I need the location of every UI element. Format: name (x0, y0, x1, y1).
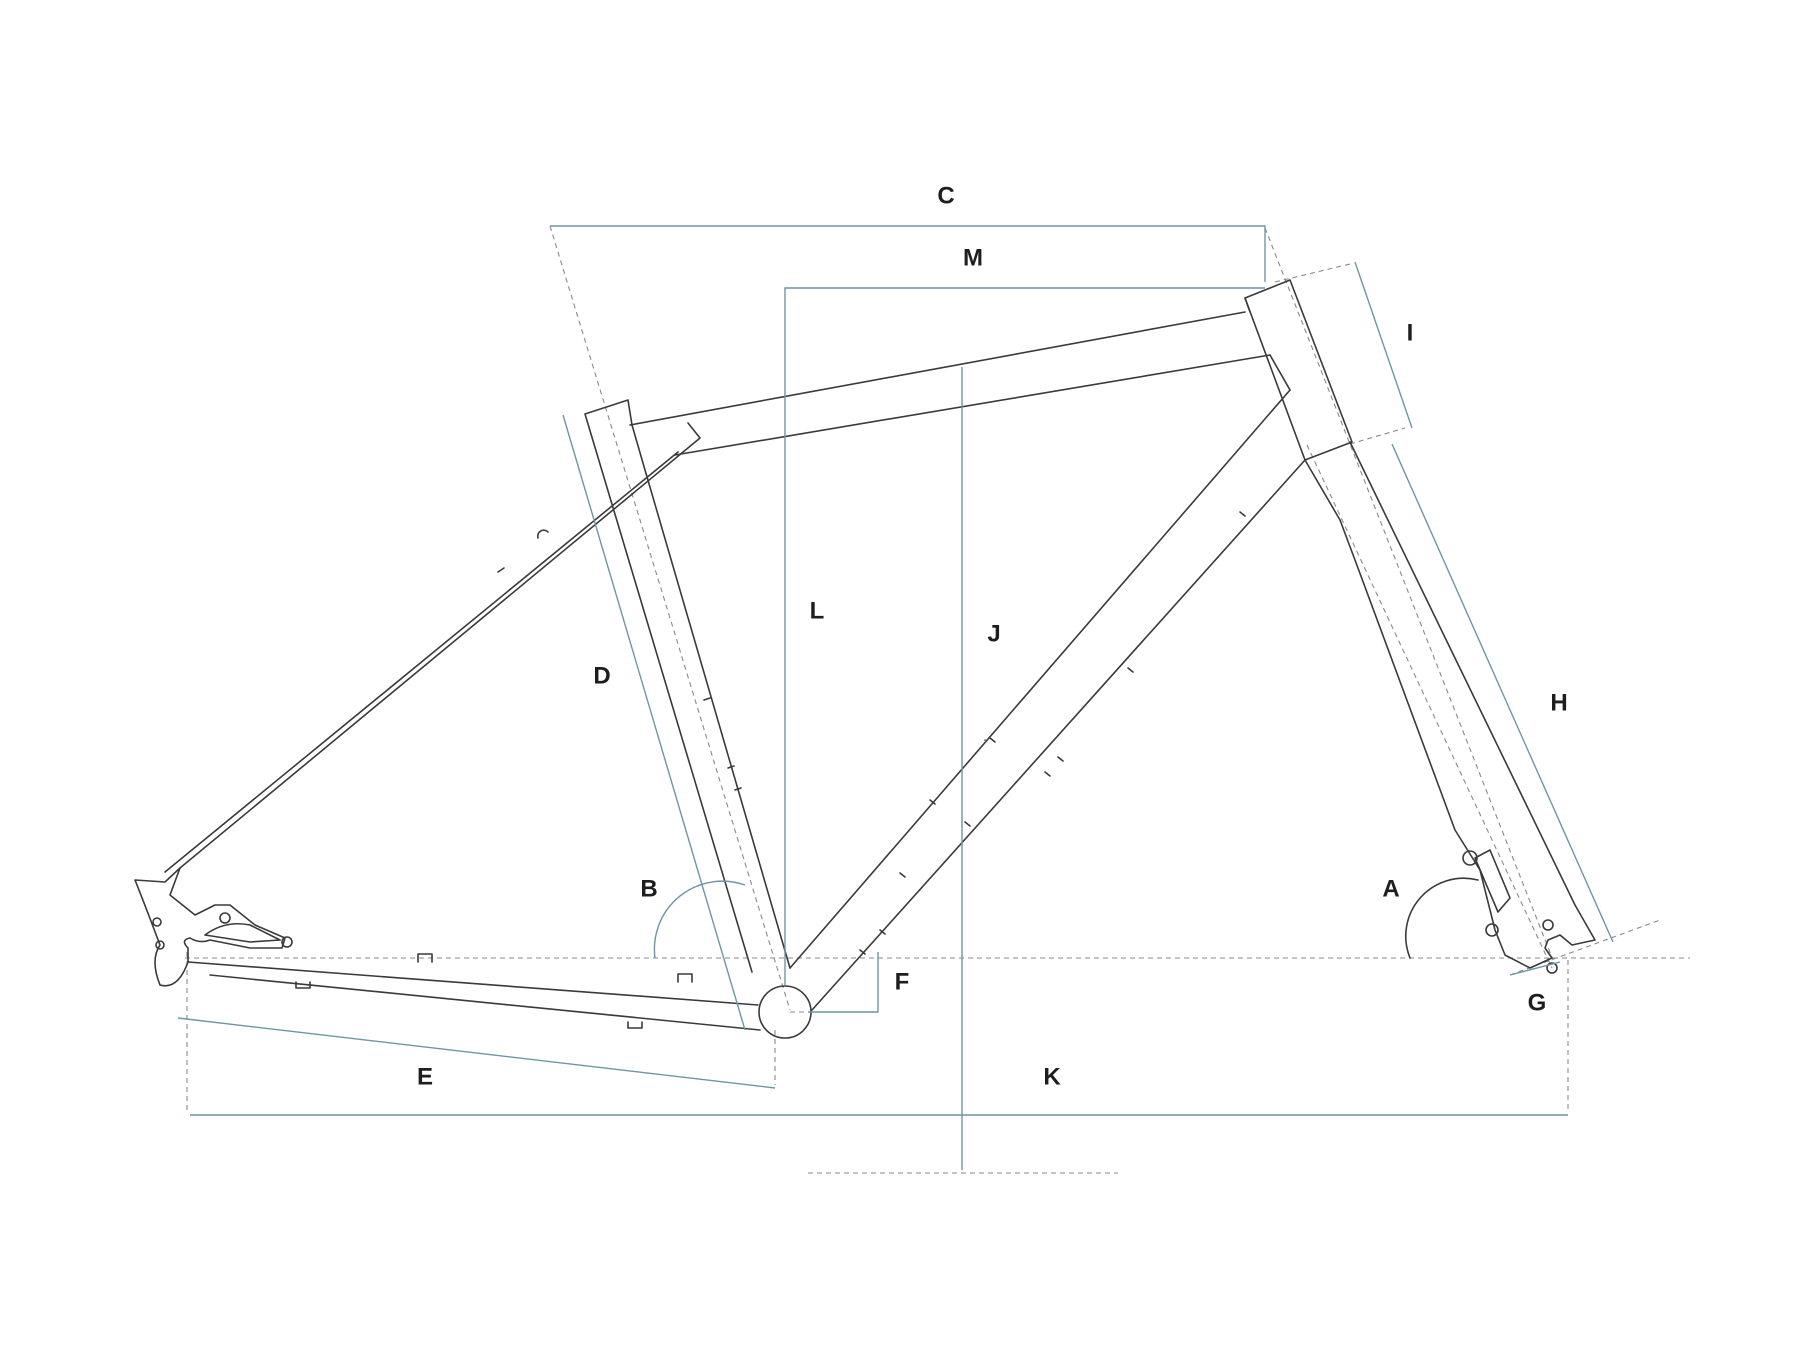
label-k: K (1043, 1063, 1061, 1090)
fork-axis (1306, 444, 1553, 969)
chain-stay-bosses (295, 953, 693, 1029)
head-tube (1244, 279, 1353, 461)
dim-m-line (784, 287, 1265, 985)
rear-dropout-hole-2 (281, 936, 293, 948)
fork-blade (1304, 441, 1596, 969)
dim-c-line (550, 225, 1266, 282)
label-l: L (810, 597, 825, 624)
chain-stay (187, 961, 761, 1031)
dimension-labels: C M I L J D H B A F G E K (417, 182, 1568, 1090)
seat-tube (584, 399, 791, 973)
construction-lines (185, 225, 1690, 1174)
label-i: I (1407, 319, 1414, 346)
fork-dropout-hole-1 (1462, 850, 1478, 866)
label-h: H (1550, 689, 1567, 716)
rear-dropout-slot (204, 922, 281, 943)
dimension-lines (177, 225, 1614, 1170)
label-b: B (640, 875, 657, 902)
head-tube-collar (1244, 297, 1291, 391)
label-g: G (1528, 989, 1547, 1016)
dim-a-arc (1404, 877, 1479, 959)
fork-top-guide (1349, 427, 1406, 445)
label-d: D (593, 662, 610, 689)
rear-dropout-hole-1 (219, 912, 231, 924)
seat-stay-boss-1 (536, 529, 549, 539)
seat-axis-line (549, 225, 791, 1011)
dim-g-line (1509, 961, 1561, 976)
rear-dropout-hole-4 (155, 940, 165, 950)
fork-dropout-hole-4 (1546, 962, 1558, 974)
top-tube (629, 311, 1271, 456)
dim-i-line (1354, 261, 1413, 429)
label-a: A (1382, 875, 1399, 902)
label-j: J (987, 620, 1000, 647)
label-m: M (963, 244, 983, 271)
label-f: F (895, 968, 910, 995)
seat-stay-boss-2 (497, 567, 505, 573)
fork-dropout-slot (1474, 849, 1511, 913)
stack-top-guide (1274, 263, 1351, 283)
seat-stay (164, 422, 701, 873)
frame (134, 279, 1596, 1039)
label-e: E (417, 1063, 433, 1090)
fork-dropout-hole-3 (1542, 919, 1554, 931)
label-c: C (937, 182, 954, 209)
dim-d-line (562, 414, 746, 1031)
down-tube (789, 389, 1306, 1011)
dim-f-line (808, 952, 879, 1013)
dim-h-line (1391, 443, 1614, 943)
seat-tube-bosses (703, 697, 742, 791)
dim-e-line (177, 1017, 776, 1089)
fork-dropout-hole-2 (1485, 923, 1499, 937)
dim-b-arc (653, 880, 746, 959)
rear-dropout-hole-3 (152, 917, 162, 927)
down-tube-bosses (859, 511, 1246, 955)
rear-dropout (134, 867, 286, 987)
